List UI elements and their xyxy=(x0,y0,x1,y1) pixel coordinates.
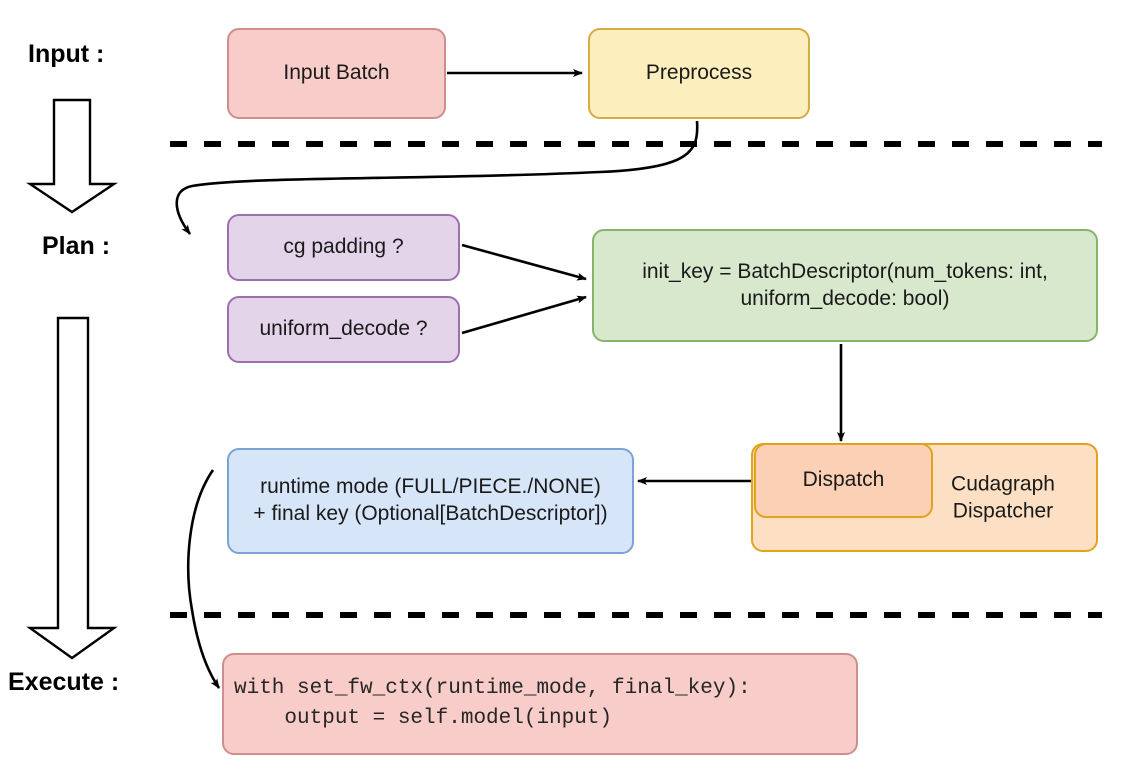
stage-label-input: Input : xyxy=(28,40,105,68)
node-dispatch[interactable]: Dispatch xyxy=(754,443,933,518)
plan-to-execute-arrow xyxy=(26,316,118,660)
stage-label-execute: Execute : xyxy=(8,668,120,696)
edge-runtime-mode-to-code xyxy=(186,469,221,689)
node-input-batch[interactable]: Input Batch xyxy=(227,28,446,119)
node-runtime-mode[interactable]: runtime mode (FULL/PIECE./NONE) + final … xyxy=(227,448,634,554)
node-code-block[interactable]: with set_fw_ctx(runtime_mode, final_key)… xyxy=(222,653,858,755)
node-preprocess[interactable]: Preprocess xyxy=(588,28,810,119)
node-init-key[interactable]: init_key = BatchDescriptor(num_tokens: i… xyxy=(592,229,1098,342)
input-to-plan-arrow xyxy=(26,98,118,214)
stage-label-plan: Plan : xyxy=(42,232,111,260)
cudagraph-dispatcher-label: Cudagraph Dispatcher xyxy=(951,472,1055,523)
edge-uniform-decode-to-init-key xyxy=(461,295,587,335)
edge-cg-padding-to-init-key xyxy=(461,243,587,281)
node-uniform-decode[interactable]: uniform_decode ? xyxy=(227,296,460,363)
node-cg-padding[interactable]: cg padding ? xyxy=(227,214,460,281)
